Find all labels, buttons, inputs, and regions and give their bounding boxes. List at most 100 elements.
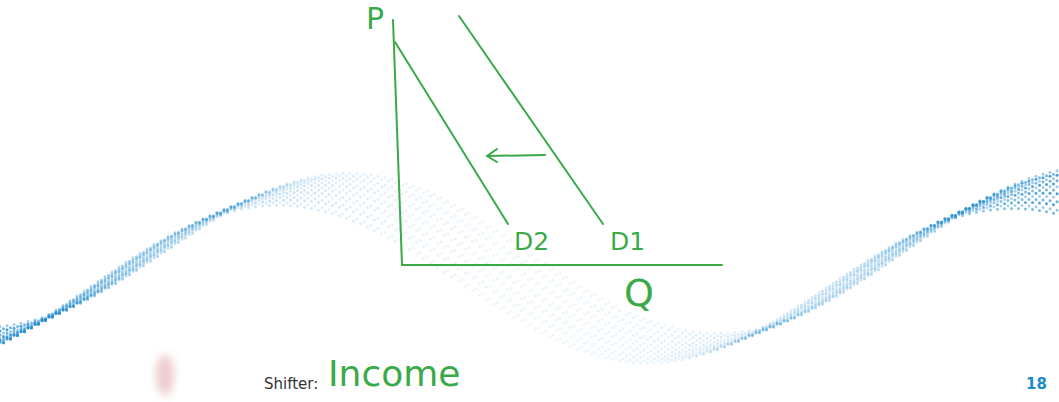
wave-dot: [489, 297, 492, 300]
wave-dot: [688, 339, 691, 342]
wave-dot: [1035, 182, 1038, 185]
wave-dot: [1017, 201, 1020, 204]
wave-dot: [1056, 169, 1059, 172]
wave-dot: [391, 203, 394, 206]
wave-dot: [170, 234, 173, 237]
wave-dot: [377, 217, 380, 220]
wave-dot: [1035, 205, 1038, 208]
wave-dot: [685, 329, 688, 332]
wave-dot: [314, 175, 317, 178]
wave-dot: [191, 225, 194, 228]
wave-dot: [317, 180, 320, 183]
wave-dot: [681, 353, 684, 356]
wave-dot: [1045, 195, 1048, 198]
wave-dot: [457, 243, 460, 246]
wave-dot: [303, 189, 306, 192]
wave-dot: [447, 221, 450, 224]
wave-dot: [653, 346, 656, 349]
wave-dot: [492, 266, 495, 269]
wave-dot: [202, 218, 205, 221]
wave-dot: [632, 342, 635, 345]
wave-dot: [618, 310, 621, 313]
wave-dot: [657, 359, 660, 362]
wave-dot: [601, 297, 604, 300]
wave-dot: [387, 196, 390, 199]
wave-dot: [27, 320, 30, 323]
wave-dot: [1045, 174, 1048, 177]
wave-dot: [517, 255, 520, 258]
wave-dot: [433, 193, 436, 196]
wave-dot: [153, 243, 156, 246]
wave-dot: [531, 300, 534, 303]
wave-dot: [433, 248, 436, 251]
wave-dot: [1042, 198, 1045, 201]
wave-dot: [1024, 190, 1027, 193]
wave-dot: [384, 192, 387, 195]
wave-dot: [979, 205, 982, 208]
wave-dot: [422, 222, 425, 225]
wave-dot: [723, 345, 726, 348]
wave-dot: [1014, 194, 1017, 197]
wave-dot: [76, 294, 79, 297]
wave-dot: [226, 208, 229, 211]
wave-dot: [359, 181, 362, 184]
wave-dot: [1021, 185, 1024, 188]
wave-dot: [839, 285, 842, 288]
wave-dot: [384, 200, 387, 203]
wave-dot: [646, 322, 649, 325]
wave-dot: [552, 267, 555, 270]
wave-dot: [405, 242, 408, 245]
wave-dot: [587, 289, 590, 292]
wave-dot: [352, 210, 355, 213]
wave-dot: [674, 337, 677, 340]
wave-dot: [510, 275, 513, 278]
wave-dot: [440, 207, 443, 210]
wave-dot: [520, 285, 523, 288]
wave-dot: [818, 291, 821, 294]
wave-dot: [720, 336, 723, 339]
wave-dot: [951, 215, 954, 218]
wave-dot: [454, 237, 457, 240]
wave-dot: [1038, 189, 1041, 192]
wave-dot: [359, 213, 362, 216]
wave-dot: [737, 340, 740, 343]
wave-dot: [622, 351, 625, 354]
wave-dot: [1049, 199, 1052, 202]
wave-dot: [335, 177, 338, 180]
wave-dot: [478, 245, 481, 248]
wave-dot: [279, 192, 282, 195]
wave-dot: [933, 225, 936, 228]
wave-dot: [506, 276, 509, 279]
wave-dot: [436, 254, 439, 257]
wave-dot: [825, 292, 828, 295]
wave-dot: [363, 179, 366, 182]
wave-dot: [415, 229, 418, 232]
wave-dot: [499, 283, 502, 286]
wave-dot: [734, 340, 737, 343]
wave-dot: [457, 209, 460, 212]
wave-dot: [625, 340, 628, 343]
wave-dot: [342, 172, 345, 175]
wave-dot: [27, 326, 30, 329]
wave-dot: [37, 322, 40, 325]
wave-dot: [303, 194, 306, 197]
wave-dot: [205, 218, 208, 221]
wave-dot: [1010, 190, 1013, 193]
wave-dot: [622, 318, 625, 321]
wave-dot: [331, 190, 334, 193]
wave-dot: [583, 313, 586, 316]
wave-dot: [34, 323, 37, 326]
wave-dot: [34, 323, 37, 326]
wave-dot: [352, 174, 355, 177]
wave-dot: [212, 215, 215, 218]
wave-dot: [415, 189, 418, 192]
wave-dot: [457, 231, 460, 234]
wave-dot: [748, 334, 751, 337]
wave-dot: [534, 271, 537, 274]
wave-dot: [0, 330, 2, 333]
wave-dot: [562, 332, 565, 335]
wave-dot: [282, 194, 285, 197]
wave-dot: [615, 315, 618, 318]
wave-dot: [331, 196, 334, 199]
wave-dot: [769, 322, 772, 325]
